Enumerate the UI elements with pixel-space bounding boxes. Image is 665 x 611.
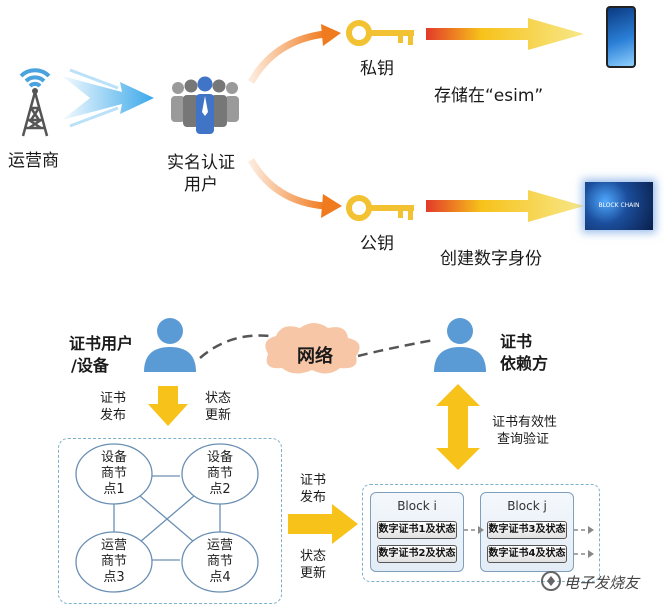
node-4-line2: 商节 bbox=[206, 554, 233, 569]
node-1-line3: 点1 bbox=[103, 482, 125, 497]
cert-user-person-icon bbox=[144, 318, 196, 372]
tower-icon bbox=[19, 68, 51, 137]
watermark-logo-icon bbox=[541, 571, 561, 591]
public-key-icon bbox=[346, 195, 414, 221]
block-j: Block j 数字证书3及状态 数字证书4及状态 bbox=[480, 492, 574, 572]
block-i-cert-1: 数字证书1及状态 bbox=[377, 521, 457, 539]
issue-line1: 证书 bbox=[100, 391, 127, 406]
network-link bbox=[199, 323, 435, 374]
identity-label: 创建数字身份 bbox=[440, 249, 542, 269]
cert-user-line2: /设备 bbox=[71, 356, 109, 375]
branch-arrows bbox=[247, 24, 342, 218]
relying-line2: 依赖方 bbox=[500, 354, 549, 373]
relying-line1: 证书 bbox=[500, 332, 533, 351]
mid-issue-line2: 发布 bbox=[300, 490, 327, 505]
mid-status-line1: 状态 bbox=[300, 549, 327, 564]
mid-issue-line1: 证书 bbox=[300, 473, 327, 488]
node-3-line1: 运营 bbox=[100, 538, 127, 553]
node-3-line2: 商节 bbox=[100, 554, 127, 569]
user-label-line1: 实名认证 bbox=[167, 153, 235, 173]
node-ellipse-1 bbox=[75, 443, 153, 505]
node-connections bbox=[75, 443, 259, 593]
node-ellipse-2 bbox=[181, 443, 259, 505]
block-j-title: Block j bbox=[507, 499, 547, 513]
verify-line1: 证书有效性 bbox=[492, 415, 558, 430]
relying-party-person-icon bbox=[434, 318, 486, 372]
publish-right-arrow bbox=[288, 504, 358, 544]
issue-line2: 发布 bbox=[100, 408, 127, 423]
block-i: Block i 数字证书1及状态 数字证书2及状态 bbox=[370, 492, 464, 572]
verified-users-icon bbox=[171, 76, 239, 134]
block-i-title: Block i bbox=[397, 499, 437, 513]
node-4-line3: 点4 bbox=[209, 570, 231, 585]
blockchain-container bbox=[362, 484, 600, 582]
private-key-label: 私钥 bbox=[360, 59, 394, 79]
block-i-cert-2: 数字证书2及状态 bbox=[377, 545, 457, 563]
issue-down-arrow bbox=[148, 386, 188, 426]
node-2-line3: 点2 bbox=[209, 482, 231, 497]
nodes-container bbox=[58, 438, 282, 604]
node-2-line2: 商节 bbox=[206, 466, 233, 481]
mid-status-line2: 更新 bbox=[300, 566, 327, 581]
node-3: 运营 商节 点3 bbox=[94, 538, 134, 586]
blockchain-badge: BLOCK CHAIN bbox=[585, 182, 653, 230]
verify-double-arrow bbox=[436, 384, 480, 470]
node-1: 设备 商节 点1 bbox=[94, 450, 134, 498]
node-2: 设备 商节 点2 bbox=[200, 450, 240, 498]
node-1-line2: 商节 bbox=[100, 466, 127, 481]
blockchain-badge-text: BLOCK CHAIN bbox=[598, 202, 640, 209]
private-key-icon bbox=[346, 20, 414, 46]
store-label: 存储在“esim” bbox=[434, 86, 544, 106]
identity-arrow bbox=[426, 190, 584, 222]
block-j-cert-1: 数字证书3及状态 bbox=[487, 521, 567, 539]
status-line1: 状态 bbox=[205, 391, 232, 406]
signal-arrows bbox=[62, 68, 154, 128]
node-3-line3: 点3 bbox=[103, 570, 125, 585]
verify-line2: 查询验证 bbox=[497, 432, 550, 447]
block-j-cert-2: 数字证书4及状态 bbox=[487, 545, 567, 563]
block-link-arrows bbox=[464, 526, 594, 558]
status-line2: 更新 bbox=[205, 408, 232, 423]
user-label-line2: 用户 bbox=[184, 175, 218, 195]
node-2-line1: 设备 bbox=[206, 450, 233, 465]
operator-label: 运营商 bbox=[8, 151, 59, 171]
phone-icon bbox=[606, 6, 636, 68]
node-ellipse-3 bbox=[75, 531, 153, 593]
node-4: 运营 商节 点4 bbox=[200, 538, 240, 586]
node-1-line1: 设备 bbox=[100, 450, 127, 465]
network-label: 网络 bbox=[297, 346, 333, 367]
node-4-line1: 运营 bbox=[206, 538, 233, 553]
watermark-text: 电子发烧友 bbox=[564, 574, 640, 592]
cert-user-line1: 证书用户 bbox=[69, 334, 134, 353]
store-arrow bbox=[426, 18, 584, 50]
node-ellipse-4 bbox=[181, 531, 259, 593]
public-key-label: 公钥 bbox=[360, 234, 394, 254]
